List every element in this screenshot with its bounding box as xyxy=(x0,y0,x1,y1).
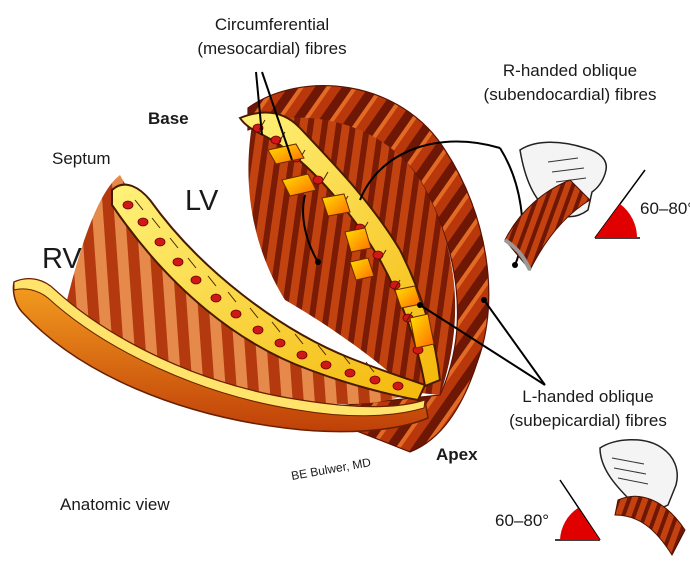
apex-label: Apex xyxy=(436,445,478,464)
r-handed-label-line2: (subendocardial) fibres xyxy=(484,85,657,104)
r-handed-label-line1: R-handed oblique xyxy=(503,61,637,80)
base-label: Base xyxy=(148,109,189,128)
l-handed-label-line1: L-handed oblique xyxy=(522,387,653,406)
lv-label: LV xyxy=(185,185,219,217)
anatomic-view-label: Anatomic view xyxy=(60,495,170,514)
septum-label: Septum xyxy=(52,149,111,168)
angle-indicator-bottom xyxy=(555,480,600,540)
circumferential-label-line2: (mesocardial) fibres xyxy=(197,39,346,58)
circumferential-label-line1: Circumferential xyxy=(215,15,329,34)
rv-label: RV xyxy=(42,243,82,275)
l-handed-label-line2: (subepicardial) fibres xyxy=(509,411,667,430)
angle-bottom-label: 60–80° xyxy=(495,511,549,530)
angle-top-label: 60–80° xyxy=(640,199,690,218)
left-hand-illustration xyxy=(600,440,685,555)
credit-label: BE Bulwer, MD xyxy=(290,455,372,483)
